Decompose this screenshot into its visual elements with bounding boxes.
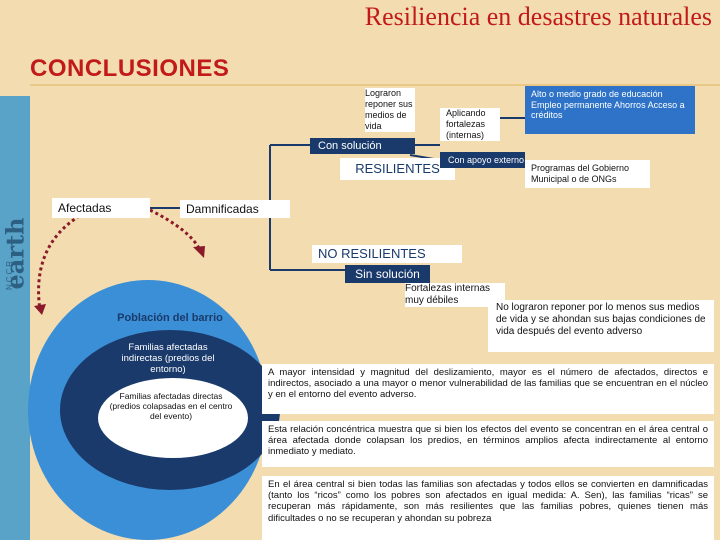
page-title: Resiliencia en desastres naturales bbox=[364, 2, 712, 31]
node-no-lograron: No lograron reponer por lo menos sus med… bbox=[488, 300, 714, 352]
poblacion-label: Población del barrio bbox=[117, 312, 223, 324]
node-fortalezas-debiles: Fortalezas internas muy débiles bbox=[405, 283, 505, 307]
paragraph-1: A mayor intensidad y magnitud del desliz… bbox=[262, 364, 714, 414]
paragraph-2: Esta relación concéntrica muestra que si… bbox=[262, 421, 714, 467]
arrow-head-1 bbox=[34, 304, 46, 315]
node-resilientes: RESILIENTES bbox=[340, 158, 455, 180]
node-alto-grado: Alto o medio grado de educación Empleo p… bbox=[525, 86, 695, 134]
section-heading: CONCLUSIONES bbox=[30, 55, 230, 82]
indirectas-label: Familias afectadas indirectas (predios d… bbox=[121, 342, 215, 375]
paragraph-3: En el área central si bien todas las fam… bbox=[262, 476, 714, 540]
node-programas: Programas del Gobierno Municipal o de ON… bbox=[525, 160, 650, 188]
dotted-arrow-poblacion bbox=[37, 208, 91, 311]
node-sin-solucion: Sin solución bbox=[345, 265, 430, 283]
arrow-head-2 bbox=[193, 246, 205, 258]
circle-directas bbox=[98, 378, 248, 458]
node-con-apoyo: Con apoyo externo bbox=[440, 152, 525, 168]
directas-label: Familias afectadas directas (predios col… bbox=[109, 391, 233, 421]
header-divider bbox=[30, 84, 720, 86]
node-con-solucion: Con solución bbox=[310, 138, 415, 154]
node-aplicando: Aplicando fortalezas (internas) bbox=[440, 108, 500, 141]
node-afectadas: Afectadas bbox=[52, 198, 150, 218]
dotted-arrow-damnificadas bbox=[149, 208, 202, 251]
sidebar-band bbox=[0, 96, 30, 540]
node-damnificadas: Damnificadas bbox=[180, 200, 290, 218]
node-no-resilientes: NO RESILIENTES bbox=[312, 245, 462, 263]
node-lograron: Lograron reponer sus medios de vida bbox=[365, 88, 415, 132]
